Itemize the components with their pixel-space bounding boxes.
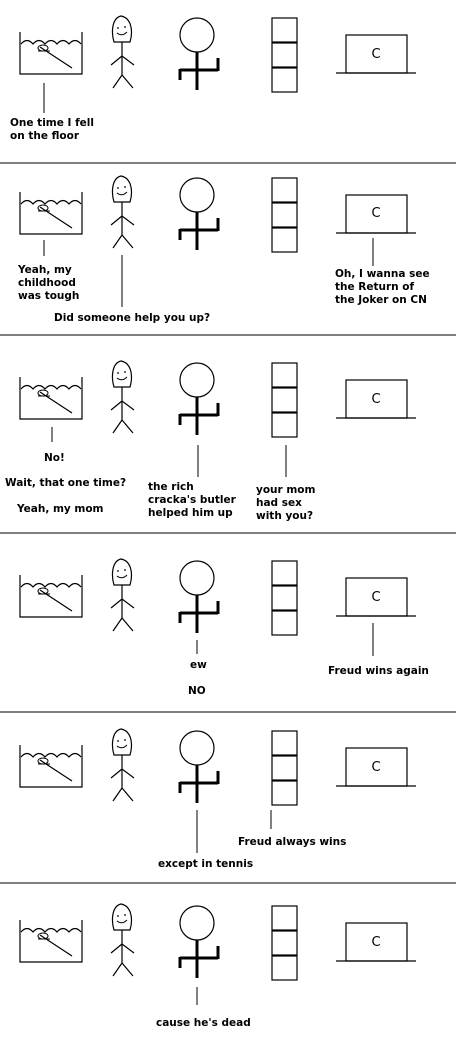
stick-figure-drawing — [178, 729, 220, 805]
fish-tank-drawing — [19, 919, 83, 963]
stick-figure-drawing — [178, 16, 220, 92]
caption-panel6-stick: cause he's dead — [156, 1017, 251, 1029]
caption-panel2-tv: Oh, I wanna see the Return of the Joker … — [335, 268, 430, 306]
caption-panel5-boxes: Freud always wins — [238, 836, 347, 848]
caption-panel3-boxes: your mom had sex with you? — [256, 484, 316, 522]
fish-tank-drawing — [19, 191, 83, 235]
caption-panel2-gem: Did someone help you up? — [54, 312, 211, 324]
stacked-boxes-drawing — [271, 17, 298, 93]
stacked-boxes-drawing — [271, 177, 298, 253]
panel-1: C — [19, 15, 417, 113]
stacked-boxes-drawing — [271, 362, 298, 438]
stick-figure-drawing — [178, 559, 220, 635]
caption-panel3-tank-2: Wait, that one time? — [5, 477, 127, 489]
fish-tank-drawing — [19, 376, 83, 420]
stick-figure-drawing — [178, 904, 220, 980]
caption-panel4-tv: Freud wins again — [328, 665, 429, 677]
gem-figure-drawing — [110, 558, 135, 632]
panel-3: C — [19, 360, 417, 477]
caption-panel4-stick-2: NO — [188, 685, 206, 697]
panel-2: C — [19, 175, 417, 307]
tv-letter: C — [371, 935, 380, 950]
tv-letter: C — [371, 47, 380, 62]
caption-panel2-tank: Yeah, my childhood was tough — [18, 264, 80, 302]
caption-panel3-tank: No! — [44, 452, 65, 464]
stacked-boxes-drawing — [271, 560, 298, 636]
gem-figure-drawing — [110, 175, 135, 249]
tv-letter: C — [371, 760, 380, 775]
tv-letter: C — [371, 206, 380, 221]
stacked-boxes-drawing — [271, 730, 298, 806]
stick-figure-drawing — [178, 361, 220, 437]
panel-5: C — [19, 728, 417, 853]
gem-figure-drawing — [110, 360, 135, 434]
fish-tank-drawing — [19, 744, 83, 788]
stick-figure-drawing — [178, 176, 220, 252]
gem-figure-drawing — [110, 728, 135, 802]
caption-panel1-tank: One time I fell on the floor — [10, 117, 94, 142]
panel-4: C — [19, 558, 417, 656]
caption-panel5-stick: except in tennis — [158, 858, 254, 870]
caption-panel4-stick: ew — [190, 659, 207, 671]
tv-letter: C — [371, 590, 380, 605]
stacked-boxes-drawing — [271, 905, 298, 981]
caption-panel3-tank-3: Yeah, my mom — [17, 503, 104, 515]
caption-panel3-stick: the rich cracka's butler helped him up — [148, 481, 236, 519]
tv-letter: C — [371, 392, 380, 407]
fish-tank-drawing — [19, 31, 83, 75]
panel-6: C — [19, 903, 417, 1005]
gem-figure-drawing — [110, 15, 135, 89]
fish-tank-drawing — [19, 574, 83, 618]
gem-figure-drawing — [110, 903, 135, 977]
